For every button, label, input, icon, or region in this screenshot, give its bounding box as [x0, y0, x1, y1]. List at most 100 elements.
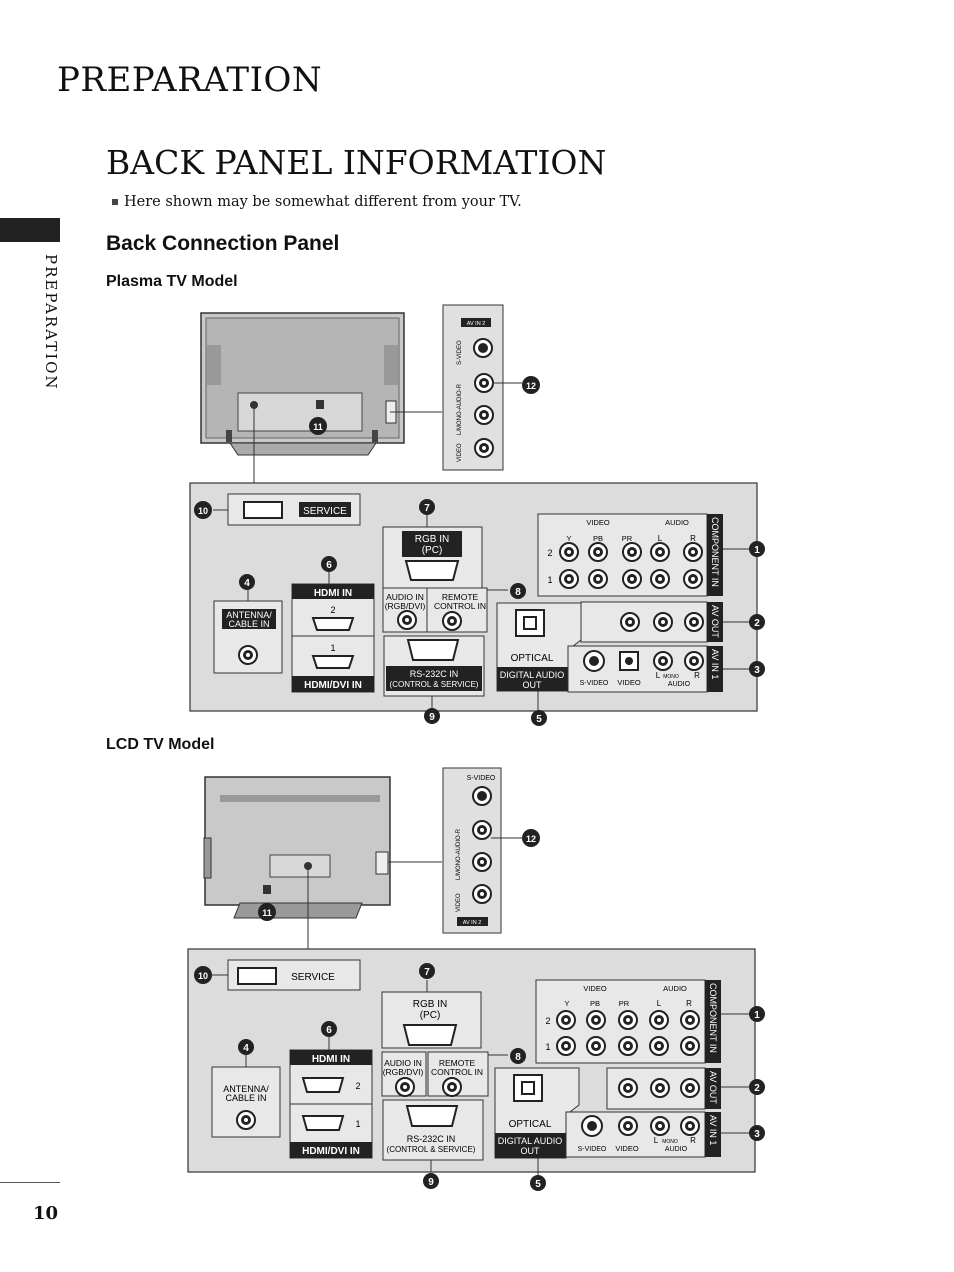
lcd-avin1-video: VIDEO: [615, 1144, 639, 1153]
plasma-optical-label: OPTICAL: [511, 653, 554, 664]
lcd-digital-2: OUT: [521, 1146, 541, 1156]
plasma-callout-12: 12: [526, 381, 536, 391]
lcd-remote-2: CONTROL IN: [431, 1067, 483, 1077]
lcd-hdmi-2: 2: [355, 1081, 360, 1091]
side-tab-label: PREPARATION: [42, 254, 60, 391]
lcd-callout-2: 2: [754, 1083, 760, 1094]
lcd-comp-audio: AUDIO: [663, 984, 687, 993]
footer-rule: [0, 1182, 60, 1183]
lcd-avin1-svideo: S-VIDEO: [578, 1146, 607, 1153]
plasma-rs232-1: RS-232C IN: [410, 669, 459, 679]
plasma-pr: PR: [622, 534, 633, 543]
lcd-comp-video: VIDEO: [583, 984, 607, 993]
lcd-avin1-audio: AUDIO: [665, 1146, 688, 1153]
plasma-hdmi-in-label: HDMI IN: [314, 588, 352, 599]
lcd-pr: PR: [619, 999, 630, 1008]
lcd-row1: 1: [545, 1042, 550, 1052]
lcd-rs232-1: RS-232C IN: [407, 1134, 456, 1144]
section-subtitle: Back Connection Panel: [106, 232, 340, 255]
lcd-l: L: [657, 999, 662, 1008]
plasma-side-audio: L/MONO-AUDIO-R: [457, 383, 463, 435]
plasma-callout-1: 1: [754, 545, 760, 556]
plasma-component-in: COMPONENT IN: [710, 517, 720, 587]
plasma-rgb-label-2: (PC): [422, 545, 443, 556]
lcd-y: Y: [564, 999, 569, 1008]
lcd-avin1-l: L: [654, 1136, 659, 1145]
plasma-side-video: VIDEO: [457, 443, 463, 462]
plasma-rgb-label-1: RGB IN: [415, 534, 449, 545]
plasma-callout-8: 8: [515, 587, 521, 598]
lcd-callout-11: 11: [262, 908, 272, 918]
plasma-av-in1: AV IN 1: [710, 649, 720, 679]
lcd-service-label: SERVICE: [291, 972, 335, 983]
plasma-av-out: AV OUT: [710, 605, 720, 638]
plasma-l: L: [658, 534, 663, 543]
lcd-antenna-label-2: CABLE IN: [225, 1093, 266, 1103]
plasma-tv-back: [200, 312, 442, 483]
lcd-avin2-label: AV IN 2: [463, 920, 482, 926]
plasma-y: Y: [566, 534, 571, 543]
plasma-connection-panel: SERVICE ANTENNA/ CABLE IN HDMI IN 2 1 HD…: [189, 482, 758, 712]
lcd-rgb-label-1: RGB IN: [413, 999, 447, 1010]
lcd-tv-back: [203, 776, 442, 950]
lcd-av-in1: AV IN 1: [708, 1115, 718, 1145]
side-tab-marker: [0, 218, 60, 242]
lcd-hdmi-dvi-label: HDMI/DVI IN: [302, 1146, 360, 1157]
plasma-avin2-label: AV IN 2: [467, 321, 486, 327]
lcd-rs232-2: (CONTROL & SERVICE): [387, 1145, 476, 1154]
plasma-rs232-2: (CONTROL & SERVICE): [390, 680, 479, 689]
note: Here shown may be somewhat different fro…: [112, 194, 522, 210]
plasma-antenna-label-1: ANTENNA/: [226, 610, 272, 620]
plasma-antenna-label-2: CABLE IN: [228, 619, 269, 629]
lcd-callout-8: 8: [515, 1052, 521, 1063]
plasma-hdmi-dvi-label: HDMI/DVI IN: [304, 680, 362, 691]
lcd-hdmi-in-label: HDMI IN: [312, 1054, 350, 1065]
lcd-row2: 2: [545, 1016, 550, 1026]
lcd-callout-4: 4: [243, 1043, 249, 1054]
plasma-hdmi-2: 2: [330, 605, 335, 615]
plasma-callout-2: 2: [754, 618, 760, 629]
lcd-callout-12: 12: [526, 834, 536, 844]
lcd-audio-in-1: AUDIO IN: [384, 1058, 422, 1068]
plasma-remote-2: CONTROL IN: [434, 601, 486, 611]
lcd-callout-5: 5: [535, 1179, 541, 1190]
plasma-callout-4: 4: [244, 578, 250, 589]
lcd-callout-1: 1: [754, 1010, 760, 1021]
plasma-side-svideo: S-VIDEO: [457, 340, 463, 365]
plasma-r: R: [690, 534, 696, 543]
plasma-callout-3: 3: [754, 665, 760, 676]
lcd-callout-3: 3: [754, 1129, 760, 1140]
lcd-side-panel: S-VIDEO L/MONO-AUDIO-R VIDEO AV IN 2: [442, 767, 522, 934]
page-title: BACK PANEL INFORMATION: [106, 143, 607, 182]
plasma-callout-9: 9: [429, 712, 435, 723]
plasma-side-panel: AV IN 2 S-VIDEO L/MONO-AUDIO-R VIDEO: [442, 304, 522, 471]
lcd-audio-in-2: (RGB/DVI): [383, 1067, 424, 1077]
plasma-comp-audio: AUDIO: [665, 518, 689, 527]
lcd-avin1-mono: MONO: [662, 1139, 678, 1145]
note-text: Here shown may be somewhat different fro…: [124, 194, 522, 210]
plasma-callout-7: 7: [424, 503, 430, 514]
plasma-row2: 2: [547, 548, 552, 558]
plasma-callout-10: 10: [198, 506, 208, 516]
lcd-callout-9: 9: [428, 1177, 434, 1188]
plasma-avin1-audio: AUDIO: [668, 681, 691, 688]
plasma-digital-1: DIGITAL AUDIO: [500, 670, 565, 680]
lcd-side-audio: L/MONO-AUDIO-R: [456, 828, 462, 880]
lcd-pb: PB: [590, 999, 600, 1008]
lcd-antenna-label-1: ANTENNA/: [223, 1084, 269, 1094]
plasma-avin1-mono: MONO: [663, 674, 679, 680]
lcd-callout-6: 6: [326, 1025, 332, 1036]
lcd-component-in: COMPONENT IN: [708, 983, 718, 1053]
lcd-connection-panel: SERVICE ANTENNA/ CABLE IN HDMI IN 2 1 HD…: [187, 948, 756, 1176]
lcd-r: R: [686, 999, 692, 1008]
plasma-row1: 1: [547, 575, 552, 585]
plasma-callout-5: 5: [536, 714, 542, 725]
plasma-avin1-svideo: S-VIDEO: [580, 680, 609, 687]
page-number: 10: [33, 1203, 59, 1224]
plasma-callout-11: 11: [313, 422, 323, 432]
plasma-callout-6: 6: [326, 560, 332, 571]
plasma-avin1-video: VIDEO: [617, 678, 641, 687]
lcd-digital-1: DIGITAL AUDIO: [498, 1136, 563, 1146]
plasma-avin1-r: R: [694, 671, 700, 680]
